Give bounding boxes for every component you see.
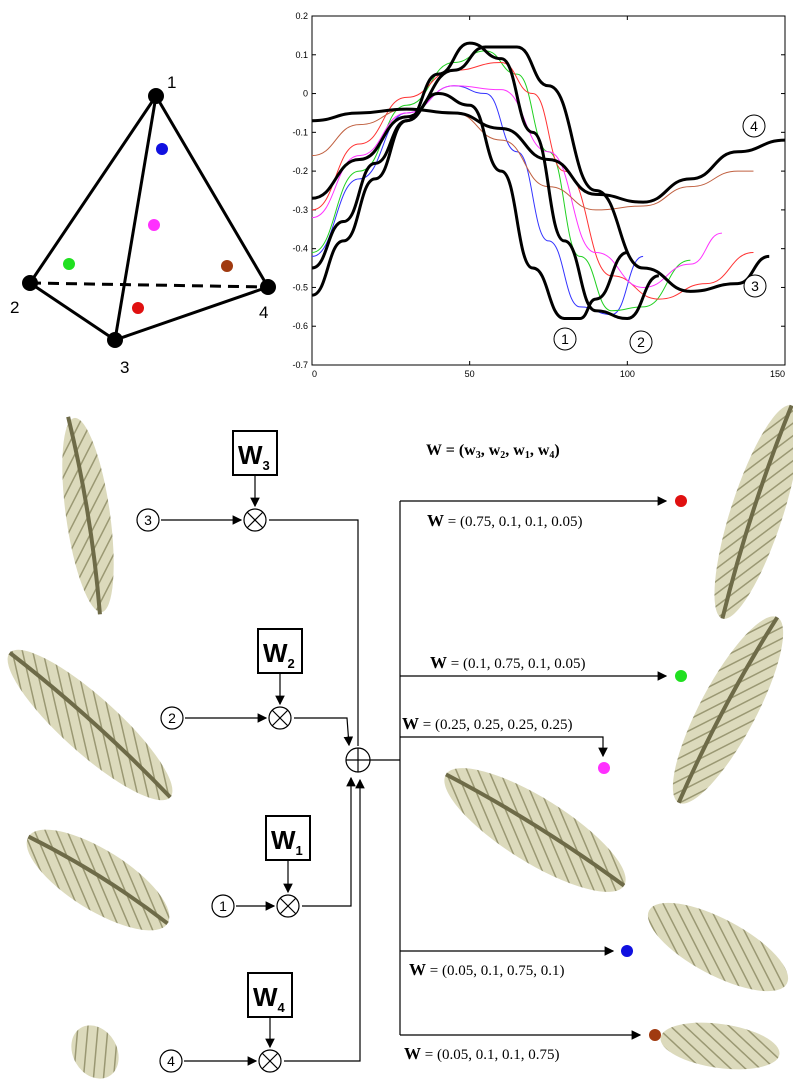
wire-3 [269,519,359,746]
tetrahedron: 1 2 3 4 [10,73,276,377]
tetra-edge-3-4 [114,285,269,342]
chart-annotation-circle-4 [742,114,766,138]
input-pose-4-label: 4 [167,1053,175,1069]
series-curve-1 [311,92,628,320]
chart-annotation-circle-2 [629,330,653,354]
y-tick-label: -0.6 [292,321,308,331]
weight-label-2: W2 [263,638,295,671]
output-dot-magenta [598,762,610,774]
y-tick-label: 0 [303,89,308,99]
blend-point-brown [221,260,233,272]
blend-point-magenta [148,219,160,231]
tetra-edge-1-3 [113,95,158,341]
y-tick-label: -0.5 [292,282,308,292]
output-dot-brown [649,1029,661,1041]
input-pose-2 [160,706,184,730]
y-tick-label: 0.1 [295,50,308,60]
tetra-vertex-1 [148,88,164,104]
series-curve-2 [311,41,660,320]
output-dot-green [675,670,687,682]
output-weight-blue: W = (0.05, 0.1, 0.75, 0.1) [409,960,564,979]
vertex-label-2: 2 [10,298,19,317]
weight-box-2 [257,628,303,674]
input-pose-1-label: 1 [219,898,227,914]
series-curve-3 [311,45,770,293]
skeleton-image-output-green [672,616,784,804]
tetra-vertex-3 [107,332,123,348]
y-tick-label: -0.7 [292,360,308,370]
output-dot-red [675,495,687,507]
skeleton-image-output-brown [660,1022,780,1070]
weight-box-1 [265,815,311,861]
skeleton-image-pose-4 [71,1025,119,1079]
y-tick-label: -0.2 [292,166,308,176]
chart-annotation-circle-3 [743,274,767,298]
output-weight-green: W = (0.1, 0.75, 0.1, 0.05) [430,653,585,672]
sum-node [345,747,371,773]
wire-4 [284,778,365,1062]
series-curve-4 [311,107,786,204]
input-pose-3-label: 3 [144,512,152,528]
weight-vector-definition: W = (w3, w2, w1, w4) [426,442,560,461]
trajectory-chart: 0.2 0.1 0 -0.1 -0.2 -0.3 -0.4 -0.5 -0.6 -0.7 0 50 10… [292,11,786,379]
y-tick-label: -0.3 [292,205,308,215]
blend-point-blue [156,143,168,155]
tetra-edge-2-3 [29,281,116,342]
chart-annotation-2: 2 [637,334,645,350]
tetra-vertex-2 [22,275,38,291]
skeleton-image-pose-1 [26,829,170,931]
blend-diagram [161,475,668,1073]
chart-annotation-3: 3 [751,278,759,294]
skeleton-image-output-magenta [444,768,626,892]
blend-point-red [132,302,144,314]
weight-label-4: W4 [253,982,286,1015]
multiplier-4 [258,1049,282,1073]
output-dot-blue [621,945,633,957]
x-tick-label: 0 [312,369,317,379]
output-weight-magenta: W = (0.25, 0.25, 0.25, 0.25) [402,714,572,733]
vertex-label-1: 1 [167,73,176,92]
tetra-edge-1-4 [154,95,270,288]
output-weight-red: W = (0.75, 0.1, 0.1, 0.05) [427,511,582,530]
tetra-edge-1-2 [28,95,158,284]
chart-annotation-1: 1 [561,331,569,347]
skeleton-renders [7,404,793,1079]
input-pose-4 [159,1049,183,1073]
skeleton-image-output-red [714,404,793,619]
x-tick-label: 50 [465,369,475,379]
weight-box-3 [232,430,278,476]
tetra-vertex-4 [260,279,276,295]
wire-2 [294,717,354,747]
vertex-label-4: 4 [259,303,268,322]
branch-magenta [400,736,608,758]
weight-box-4 [247,972,293,1018]
input-pose-1 [211,894,235,918]
vertex-label-3: 3 [120,358,129,377]
tetra-edge-2-4-hidden [29,281,269,289]
weight-label-3: W3 [238,440,270,473]
skeleton-image-pose-2 [7,649,173,801]
blend-point-green [63,258,75,270]
chart-annotation-4: 4 [750,118,758,134]
skeleton-image-output-blue [647,902,789,992]
series-curve-red [311,62,754,300]
wire-1 [302,776,356,907]
y-tick-label: -0.4 [292,244,308,254]
x-tick-label: 100 [620,369,635,379]
multiplier-3 [243,508,267,532]
y-tick-label: 0.2 [295,11,308,21]
y-tick-label: -0.1 [292,127,308,137]
multiplier-2 [268,706,292,730]
skeleton-image-pose-3 [62,416,114,615]
chart-annotation-circle-1 [553,327,577,351]
weight-label-1: W1 [271,825,303,858]
multiplier-1 [276,894,300,918]
output-weight-brown: W = (0.05, 0.1, 0.1, 0.75) [404,1044,559,1063]
input-pose-2-label: 2 [168,710,176,726]
x-tick-label: 150 [770,369,785,379]
input-pose-3 [136,508,160,532]
